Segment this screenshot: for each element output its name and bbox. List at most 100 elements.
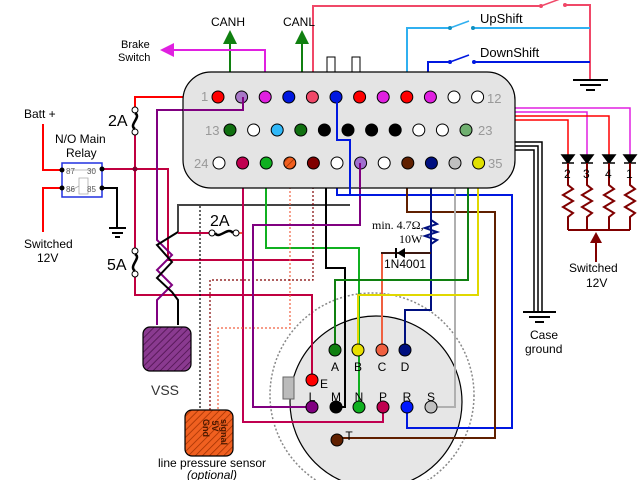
resistor-label-2: 10W [399, 232, 423, 246]
round-pin-P [376, 400, 390, 414]
pin33-wire [404, 163, 432, 350]
relay-pin-85: 85 [87, 185, 96, 194]
canl-arrow [295, 30, 309, 44]
fuse-5a [131, 247, 139, 278]
upshift-label: UpShift [480, 11, 523, 26]
resistor [421, 219, 441, 245]
led-icon [579, 154, 595, 165]
ecu-pin-9 [400, 90, 414, 104]
round-pin-A [328, 343, 342, 357]
led-icon [601, 154, 617, 165]
ecu-pin-1 [211, 90, 225, 104]
ecu-pin-17 [317, 123, 331, 137]
resistor-label-1: min. 4.7Ω, [372, 218, 424, 232]
round-pin-E [305, 373, 319, 387]
vss-wire-black [177, 204, 350, 232]
round-pin-label-L: L [309, 390, 316, 404]
case-ground-label-2: ground [525, 342, 562, 356]
ecu-pin-7 [353, 90, 367, 104]
ecu-pin-8 [376, 90, 390, 104]
brake-arrow [160, 43, 174, 57]
optional-label: (optional) [187, 468, 237, 480]
round-pin-label-T: T [345, 429, 353, 443]
downshift-label: DownShift [480, 45, 540, 60]
round-pin-label-C: C [378, 360, 387, 374]
relay-pin-87: 87 [66, 167, 75, 176]
pin23-wire [334, 130, 469, 350]
led-resistor [580, 163, 594, 230]
led-resistor [623, 163, 637, 230]
ecu-connector [326, 56, 361, 74]
relay-pin-86: 86 [66, 185, 75, 194]
ecu-pin-16 [294, 123, 308, 137]
pin-label-1: 1 [201, 89, 208, 104]
led-label: 2 [564, 167, 571, 181]
lps-signal-label: signal [219, 419, 229, 445]
pin-label-13: 13 [205, 123, 219, 138]
canh-label: CANH [211, 15, 245, 29]
wire-stubs [183, 97, 361, 195]
batt-wire [42, 124, 62, 171]
led-icon [560, 154, 576, 165]
case-ground-symbol [523, 311, 556, 323]
led-icon [622, 154, 638, 165]
ecu-pin-27 [283, 156, 297, 170]
round-pin-label-S: S [427, 390, 435, 404]
ecu-pin-13 [223, 123, 237, 137]
switched-12v-arrow [590, 232, 602, 243]
ecu-pin-26 [259, 156, 273, 170]
pin35-wire [357, 163, 479, 350]
round-pin-label-R: R [403, 390, 412, 404]
diode-label: 1N4001 [384, 257, 426, 271]
ecu-pin-33 [424, 156, 438, 170]
round-pin-label-M: M [331, 390, 341, 404]
pin5-wire [312, 5, 541, 97]
ecu-pin-4 [282, 90, 296, 104]
ecu-pin-18 [341, 123, 355, 137]
led-label: 1 [626, 167, 633, 181]
ecu-pin-35 [472, 156, 486, 170]
fuse-2a-top-label: 2A [108, 113, 128, 130]
ecu-pin-20 [388, 123, 402, 137]
pin-label-12: 12 [487, 91, 501, 106]
pin-label-35: 35 [488, 156, 502, 171]
round-connector [289, 315, 463, 480]
relay-85-wire [102, 187, 118, 228]
ecu-pin-31 [377, 156, 391, 170]
fuse-2a-top [131, 106, 139, 136]
ecu-pin-24 [212, 156, 226, 170]
round-pin-L [305, 400, 319, 414]
ecu-pin-22 [435, 123, 449, 137]
ecu-pin-25 [236, 156, 250, 170]
ecu-pin-32 [401, 156, 415, 170]
ecu-pin-10 [423, 90, 437, 104]
fuse-5a-label: 5A [107, 257, 127, 274]
vss-sensor [142, 326, 192, 372]
fuse5a-wire [134, 272, 313, 380]
ecu-pin-12 [471, 90, 485, 104]
round-pin-T [330, 433, 344, 447]
ecu-pin-28 [306, 156, 320, 170]
round-pin-label-N: N [355, 390, 364, 404]
round-pin-label-D: D [401, 360, 410, 374]
pin34-wire [431, 163, 456, 408]
case-ground-label-1: Case [530, 328, 558, 342]
line-pressure-label: line pressure sensor [158, 456, 266, 470]
canh-arrow [223, 30, 237, 44]
pin30-wire [252, 163, 361, 408]
pin-label-24: 24 [194, 156, 208, 171]
ground-symbol-top [573, 79, 608, 91]
switch-label: Switch [118, 52, 150, 64]
fuse-2a-mid-label: 2A [210, 213, 230, 230]
ecu-pin-29 [330, 156, 344, 170]
ecu-pin-11 [447, 90, 461, 104]
batt-label: Batt + [24, 107, 56, 121]
vss-label: VSS [151, 382, 179, 398]
pin25-wire [242, 163, 384, 423]
round-pin-label-E: E [320, 377, 328, 391]
round-pin-N [352, 400, 366, 414]
round-pin-label-B: B [354, 360, 362, 374]
round-pin-B [351, 343, 365, 357]
